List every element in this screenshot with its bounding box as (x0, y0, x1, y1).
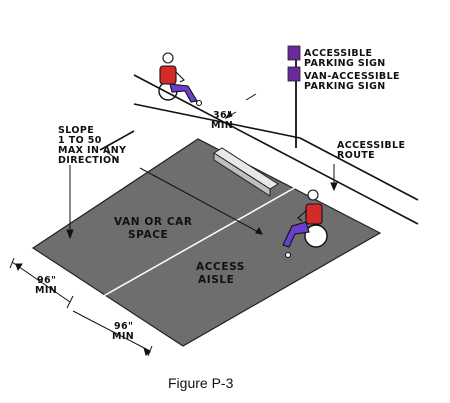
van-accessible-sign-label: VAN-ACCESSIBLE PARKING SIGN (304, 71, 404, 92)
accessible-parking-sign-label: ACCESSIBLE PARKING SIGN (304, 48, 386, 69)
wheelchair-user-upper-icon (158, 52, 203, 107)
sidewalk (99, 74, 419, 225)
space-aisle-divider (99, 186, 297, 299)
parking-pavement (31, 138, 382, 347)
curb-dimension-label: 36" MIN (211, 110, 236, 131)
wheel-stop (213, 147, 279, 197)
leaders (9, 93, 338, 357)
access-aisle-label: ACCESS AISLE (196, 261, 249, 286)
van-or-car-space-label: VAN OR CAR SPACE (114, 216, 197, 241)
figure-caption: Figure P-3 (168, 375, 234, 391)
accessible-route-label: ACCESSIBLE ROUTE (337, 140, 409, 161)
aisle-width-label: 96" MIN (112, 321, 137, 342)
van-accessible-sign-icon (287, 66, 301, 82)
wheelchair-user-aisle-icon (282, 189, 328, 259)
accessible-parking-sign-icon (287, 45, 301, 61)
space-width-label: 96" MIN (35, 275, 60, 296)
slope-label: SLOPE 1 TO 50 MAX IN ANY DIRECTION (58, 125, 130, 166)
sign-post (287, 45, 301, 148)
